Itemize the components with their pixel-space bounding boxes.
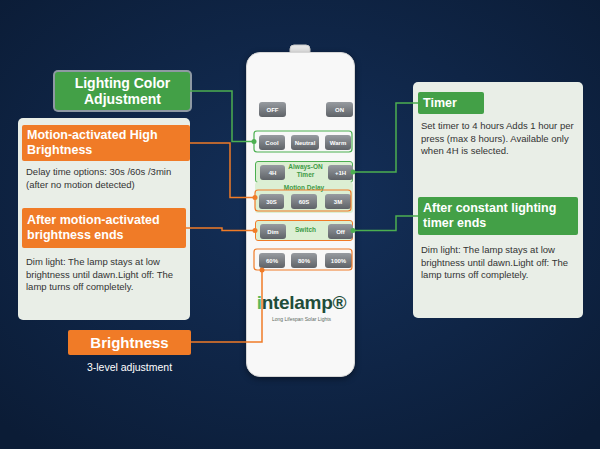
button-label: 4H [269,170,277,176]
remote-button: 60% [259,253,285,268]
callout-panel: Delay time options: 30s /60s /3min (afte… [18,118,190,320]
callout-heading: After motion-activated brightness ends [27,213,181,243]
button-label: 100% [331,258,346,264]
leader-dot [260,268,265,273]
callout-heading-box: Motion-activated High Brightness [22,125,190,161]
callout-panel: Set timer to 4 hours Adds 1 hour per pre… [413,82,583,318]
delay-button-outline [255,190,351,211]
button-group: Switch Dim Off [255,220,353,241]
button-label: Off [336,229,345,235]
remote-button: Cool [259,135,285,150]
leader-dot [351,228,356,233]
button-label: 80% [298,258,310,264]
brand-tagline: Long Lifespan Solar Lights [247,316,356,322]
callout-heading: Brightness [68,334,191,351]
button-label: 60% [266,258,278,264]
callout-heading: Lighting Color Adjustment [55,75,190,107]
remote-button: OFF [259,102,286,117]
remote-button: 100% [325,253,352,268]
button-label: OFF [267,107,279,113]
callout-heading: Motion-activated High Brightness [27,128,185,158]
remote-button: ON [326,102,353,117]
button-group: Motion Delay 30S 60S 3M [255,182,353,213]
remote-button: 30S [259,194,284,209]
remote-button: 80% [291,253,317,268]
callout-text: Dim light: The lamp stays at low brightn… [421,244,577,282]
callout-box: Lighting Color Adjustment [55,72,190,110]
color-button-group [254,131,352,152]
button-label: 30S [266,199,277,205]
leader-line [353,216,418,231]
callout-heading: Timer [423,96,457,111]
remote-button: 4H [260,165,285,180]
remote-button: Warm [325,135,351,150]
leader-dot [252,139,257,144]
callout-heading-box: Timer [418,92,484,114]
remote-button: 3M [325,194,351,209]
button-label: Neutral [295,140,316,146]
leader-line [353,103,418,172]
button-group: Always-ON Timer 4H +1H [255,161,353,183]
brand-logo: intelamp® [247,292,356,314]
group-label: Always-ON Timer [284,163,327,178]
callout-heading-box: After constant lighting timer ends [418,197,578,235]
callout-text: Dim light: The lamp stays at low brightn… [26,256,186,294]
remote-body: intelamp® Long Lifespan Solar Lights OFF ON… [246,52,355,377]
leader-line [186,228,255,231]
button-label: 60S [299,199,310,205]
leader-dot [253,195,258,200]
remote-button: 60S [291,194,317,209]
button-label: Warm [330,140,346,146]
leader-dot [351,170,356,175]
callout-subtext: 3-level adjustment [68,361,191,373]
callout-box: Brightness3-level adjustment [68,330,191,355]
button-label: Cool [265,140,278,146]
group-label: Motion Delay [255,184,353,192]
remote-button: Dim [260,224,286,239]
leader-line [191,270,262,342]
callout-text: Set timer to 4 hours Adds 1 hour per pre… [421,120,577,158]
leader-dot [253,228,258,233]
button-label: Dim [267,229,278,235]
remote-button: +1H [328,165,353,180]
button-label: ON [335,107,344,113]
button-label: 3M [334,199,342,205]
button-label: +1H [335,170,346,176]
callout-text: Delay time options: 30s /60s /3min (afte… [26,166,186,191]
group-label: Switch [284,226,327,234]
callout-heading: After constant lighting timer ends [423,201,573,231]
leader-line [190,91,254,142]
leader-line [190,143,255,198]
remote-button: Neutral [291,135,319,150]
callout-heading-box: After motion-activated brightness ends [22,208,186,248]
remote-button: Off [328,224,353,239]
brightness-button-group [254,249,352,270]
